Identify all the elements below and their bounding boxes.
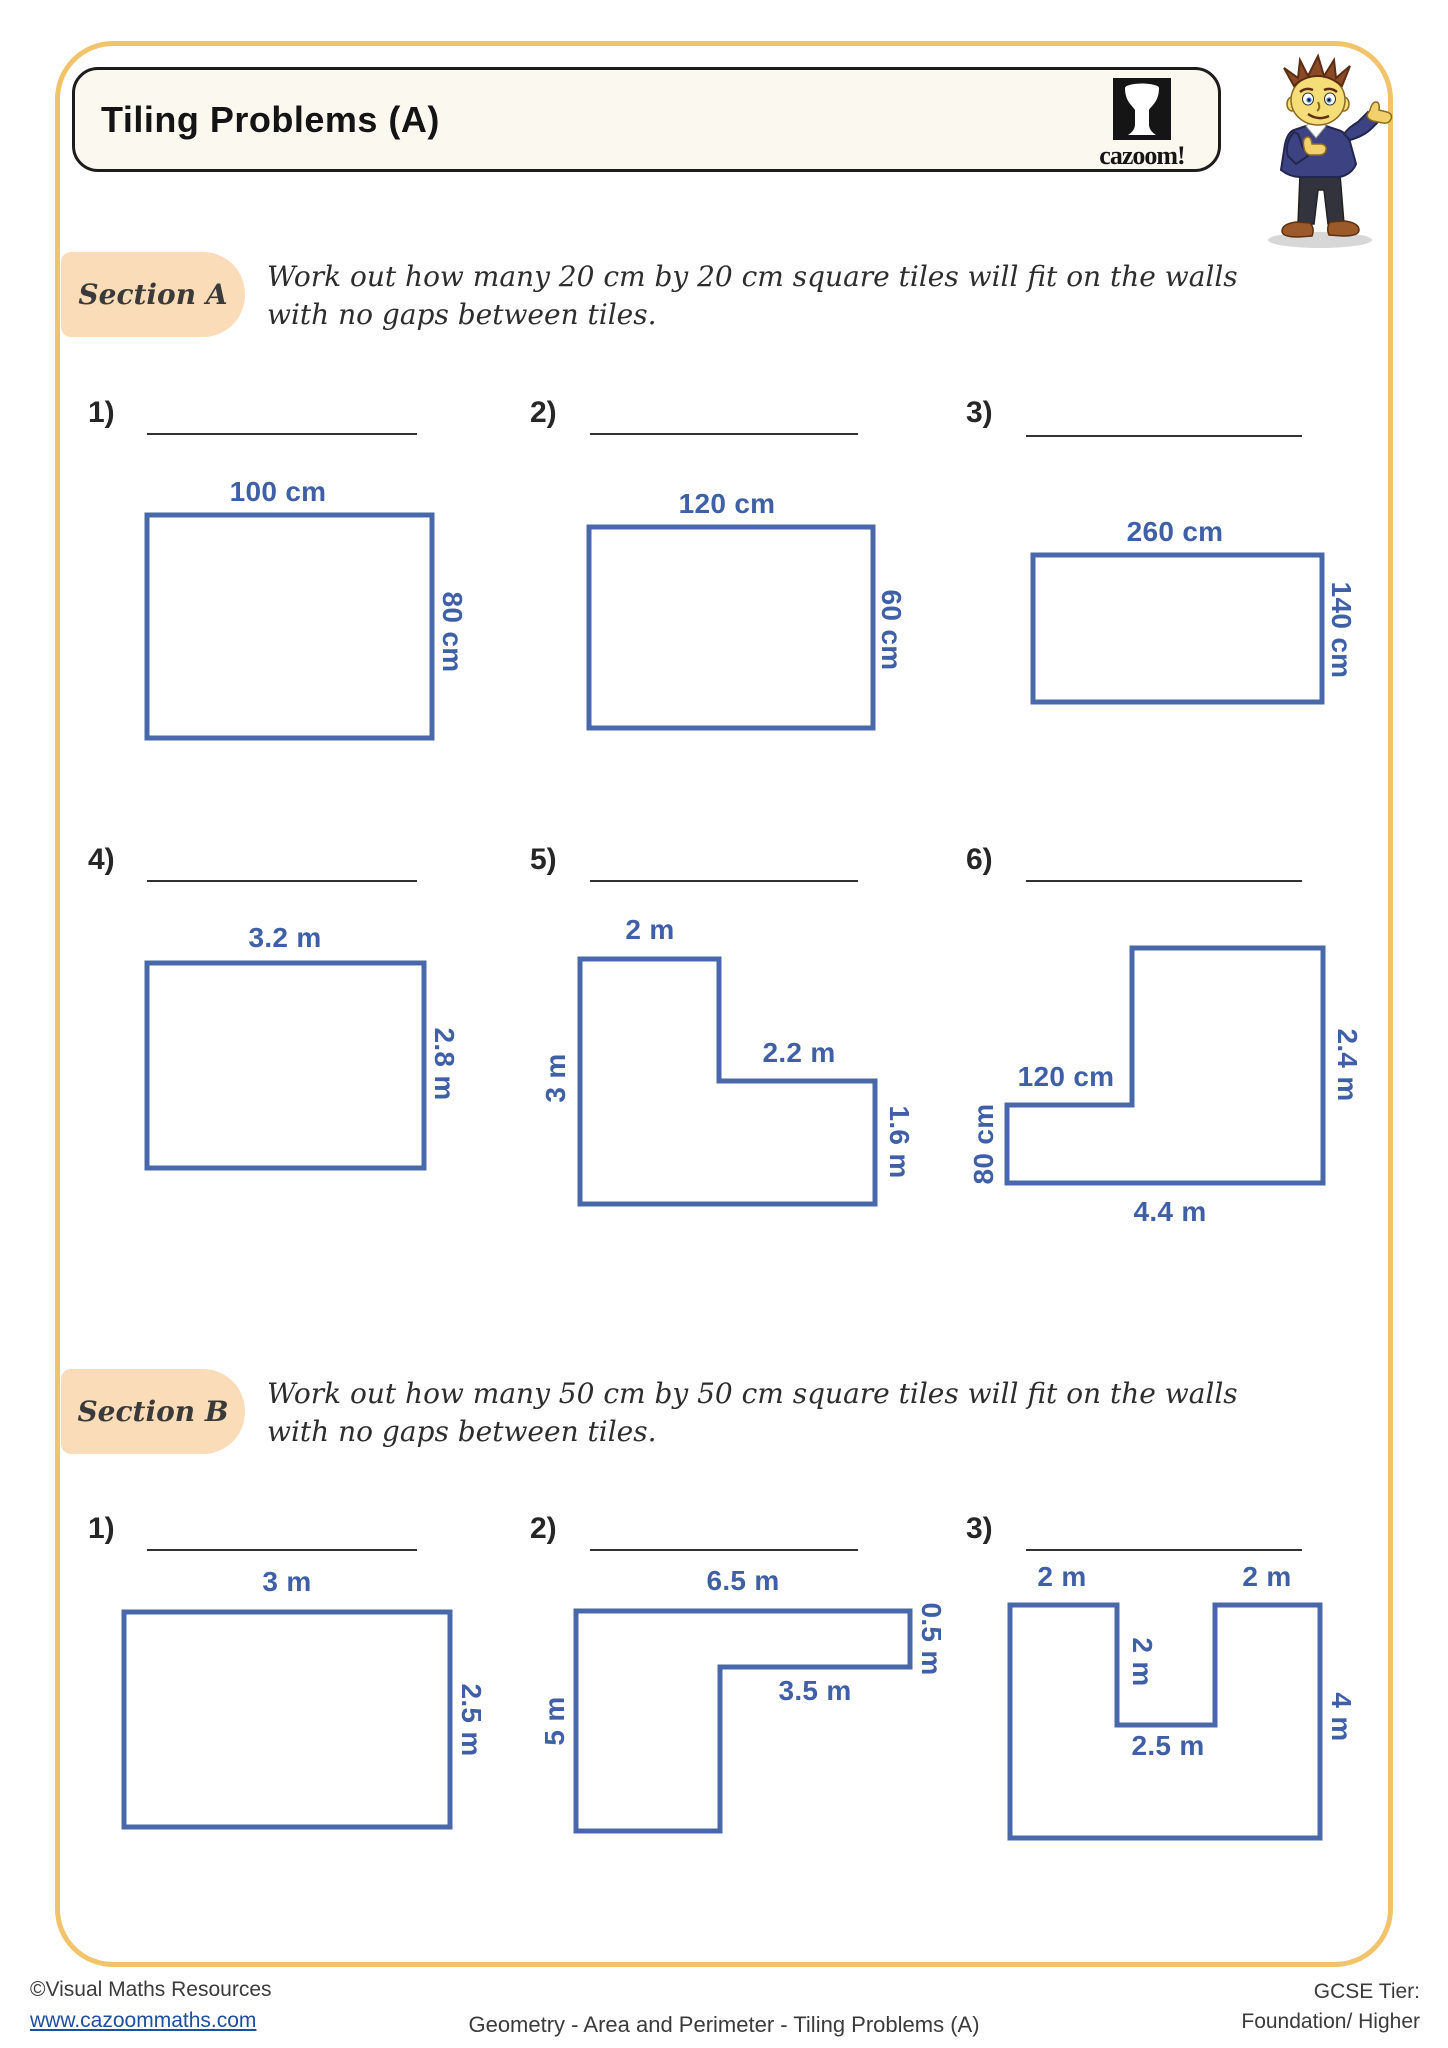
dim-label: 4.4 m: [1133, 1196, 1207, 1227]
answer-line: [1026, 1549, 1302, 1551]
problem-number: 2): [530, 396, 557, 429]
shape-a5-l-shape: [577, 956, 878, 1207]
dim-label: 120 cm: [1017, 1061, 1115, 1092]
shape-b2-l-shape: [573, 1608, 913, 1834]
problem-number: 1): [88, 1512, 115, 1545]
dim-label: 6.5 m: [706, 1565, 780, 1596]
instruction-line: Work out how many 20 cm by 20 cm square …: [267, 260, 1238, 293]
section-a-instruction: Work out how many 20 cm by 20 cm square …: [267, 258, 1267, 334]
problem-number: 2): [530, 1512, 557, 1545]
dim-label: 2.4 m: [1332, 1028, 1363, 1102]
problem-number: 1): [88, 396, 115, 429]
dim-label: 80 cm: [968, 1103, 999, 1185]
answer-line: [147, 433, 417, 435]
problem-number: 4): [88, 843, 115, 876]
problem-number: 3): [966, 1512, 993, 1545]
answer-line: [590, 1549, 858, 1551]
dim-label: 0.5 m: [916, 1602, 947, 1676]
dim-label: 1.6 m: [884, 1105, 915, 1179]
dim-label: 2 m: [1037, 1561, 1087, 1592]
section-a-label: Section A: [78, 278, 228, 311]
dim-label: 120 cm: [678, 488, 776, 519]
answer-line: [147, 880, 417, 882]
dim-label: 2.5 m: [1131, 1730, 1205, 1761]
instruction-line: with no gaps between tiles.: [267, 1415, 657, 1448]
cazoom-drum-icon: [1113, 78, 1171, 140]
title-box: Tiling Problems (A): [72, 67, 1221, 172]
shape-a2-rectangle: [586, 524, 876, 731]
dim-label: 3.2 m: [248, 922, 322, 953]
dim-label: 60 cm: [876, 589, 907, 671]
footer-website-link[interactable]: www.cazoommaths.com: [30, 2009, 257, 2032]
page-title: Tiling Problems (A): [101, 98, 440, 140]
dim-label: 4 m: [1326, 1692, 1357, 1742]
problem-number: 3): [966, 396, 993, 429]
dim-label: 2.8 m: [429, 1027, 460, 1101]
dim-label: 2.5 m: [456, 1683, 487, 1757]
shape-b1-rectangle: [121, 1609, 453, 1830]
shape-a4-rectangle: [144, 960, 427, 1171]
answer-line: [590, 433, 858, 435]
answer-line: [590, 880, 858, 882]
mascot-boy-illustration: [1268, 53, 1393, 248]
footer-tier-value: Foundation/ Higher: [1241, 2010, 1420, 2033]
problem-number: 6): [966, 843, 993, 876]
section-b-box: Section B: [61, 1369, 245, 1454]
dim-label: 3 m: [540, 1053, 571, 1103]
section-b-label: Section B: [77, 1395, 229, 1428]
dim-label: 3 m: [262, 1566, 312, 1597]
shape-a1-rectangle: [144, 512, 435, 741]
shape-b3-u-shape: [1007, 1602, 1323, 1841]
shape-a6-l-shape: [1004, 945, 1326, 1186]
dim-label: 2 m: [1242, 1561, 1292, 1592]
footer-worksheet-path: Geometry - Area and Perimeter - Tiling P…: [468, 2012, 980, 2037]
page-border: [55, 41, 1393, 1967]
answer-line: [1026, 435, 1302, 437]
instruction-line: with no gaps between tiles.: [267, 298, 657, 331]
dim-label: 2.2 m: [762, 1037, 836, 1068]
shape-a3-rectangle: [1030, 552, 1325, 705]
footer-copyright: ©Visual Maths Resources: [30, 1978, 272, 2001]
brand-name: cazoom!: [1099, 141, 1185, 170]
problem-number: 5): [530, 843, 557, 876]
dim-label: 3.5 m: [778, 1675, 852, 1706]
dim-label: 140 cm: [1326, 581, 1357, 679]
dim-label: 100 cm: [229, 476, 327, 507]
section-b-instruction: Work out how many 50 cm by 50 cm square …: [267, 1375, 1267, 1451]
answer-line: [147, 1549, 417, 1551]
footer-tier-label: GCSE Tier:: [1313, 1980, 1420, 2003]
instruction-line: Work out how many 50 cm by 50 cm square …: [267, 1377, 1238, 1410]
section-a-box: Section A: [61, 252, 245, 337]
dim-label: 80 cm: [437, 591, 468, 673]
dim-label: 2 m: [1127, 1637, 1158, 1687]
dim-label: 260 cm: [1126, 516, 1224, 547]
answer-line: [1026, 880, 1302, 882]
brand-logo: cazoom!: [1088, 78, 1196, 171]
dim-label: 2 m: [625, 914, 675, 945]
dim-label: 5 m: [539, 1696, 570, 1746]
